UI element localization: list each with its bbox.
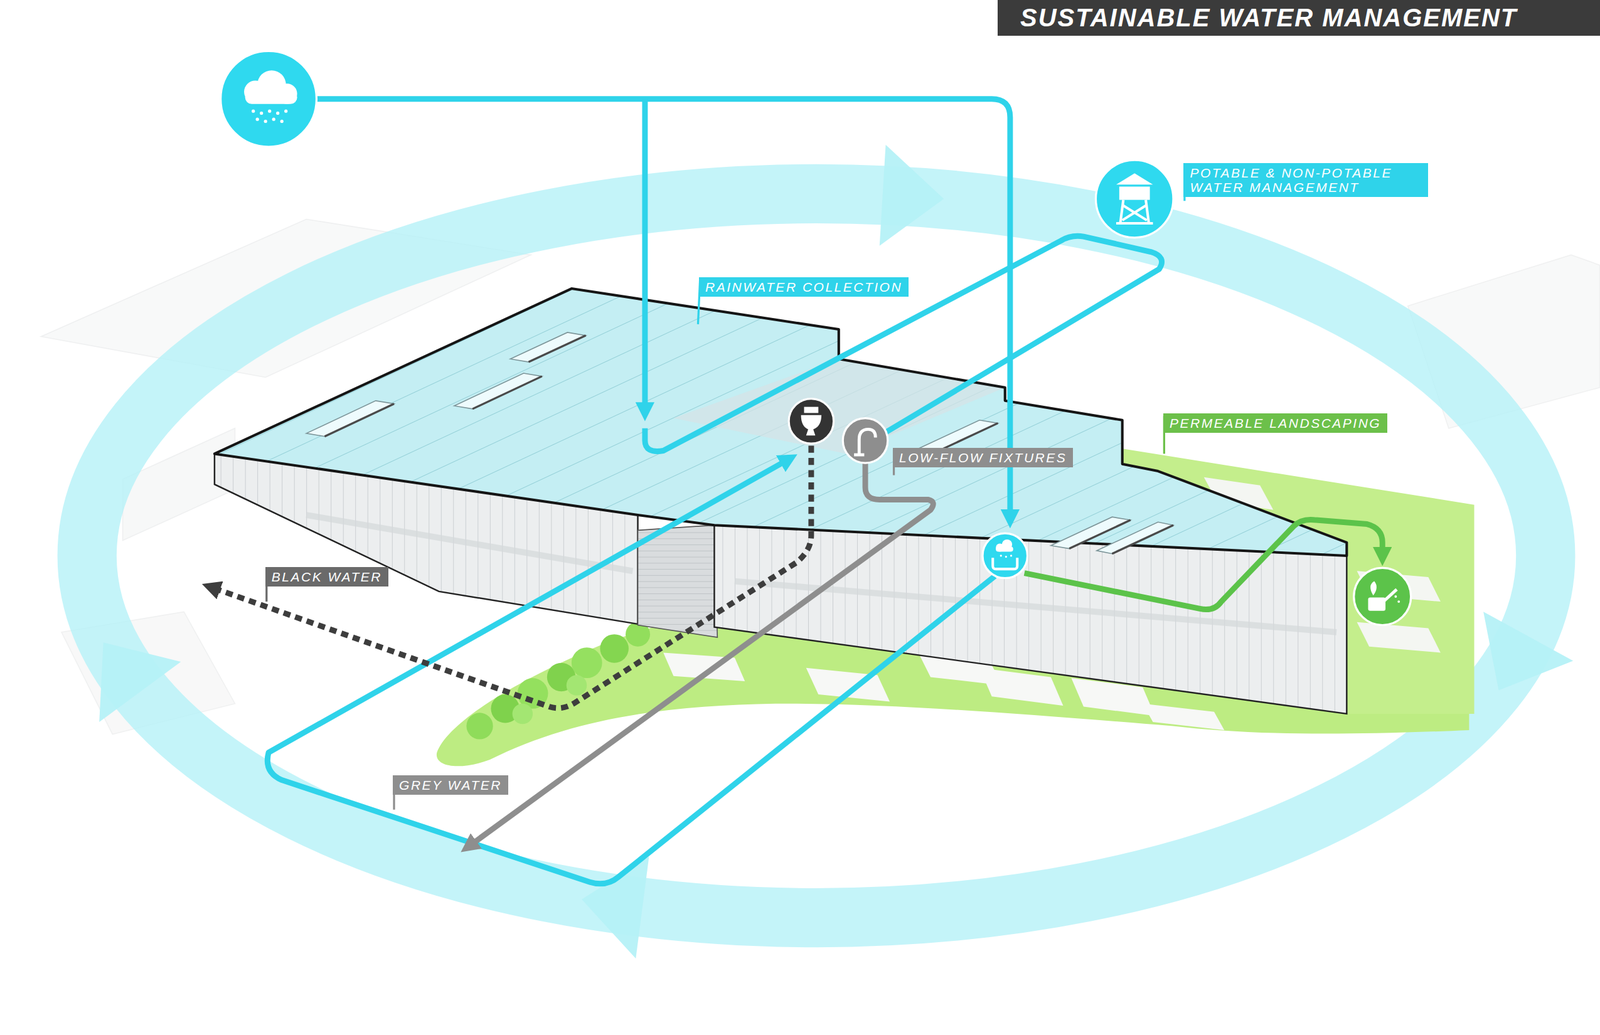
can-spout [1384,589,1397,602]
glass-facade [714,525,1347,715]
skylight [306,400,395,437]
rain-drop [264,119,268,123]
paver [1142,704,1225,731]
rain-drop [272,117,276,122]
facade-band [306,515,633,571]
skylight [918,420,999,452]
cloud-base [995,546,1014,552]
cycle-arrow-head [99,642,181,723]
reuse-loop-pipe [267,461,995,885]
paver [1357,622,1441,654]
tag-text: BLACK WATER [271,569,383,585]
cloud-base [245,90,298,105]
grey-water-pipe [471,461,934,845]
cistern-basin [992,557,1018,570]
clerestory [673,358,1005,454]
rain-drop [251,109,255,113]
tree-group [466,622,651,740]
rainwater-pipe [641,99,648,409]
tower-brace [1122,205,1147,221]
rain-drop [284,109,288,113]
tag-text: PERMEABLE LANDSCAPING [1169,416,1382,431]
icon-circle [1354,567,1412,625]
tag-text: GREY WATER [399,778,502,793]
tag-text: RAINWATER COLLECTION [705,279,903,295]
tower-brace [1122,205,1147,221]
can-body [1367,597,1386,612]
rain-drop [280,119,284,123]
rain-drop [1000,554,1003,557]
rain-drops [251,109,288,123]
irrigation-pipe [1024,519,1383,610]
tower-roof [1116,173,1154,185]
callout-tag: POTABLE & NON-POTABLE WATER MANAGEMENT [1183,163,1429,198]
skylight-slot [324,404,395,437]
rain-drop [256,117,260,122]
tower-tank [1119,186,1151,200]
black-water-pipe [214,445,812,709]
skylight [510,332,586,363]
rain-drop [1010,554,1013,557]
skylight-slot [528,335,587,363]
tree [512,704,534,725]
tree [599,634,629,664]
tag-text: LOW-FLOW FIXTURES [899,450,1067,465]
entrance-block [638,525,718,638]
diagram-title: SUSTAINABLE WATER MANAGEMENT [1020,3,1518,32]
icon-circle [220,50,317,147]
tag-text: POTABLE & NON-POTABLE WATER MANAGEMENT [1189,165,1422,195]
rain-cloud-icon [220,50,317,147]
callout-tag: GREY WATER [392,775,509,795]
callout-tag: LOW-FLOW FIXTURES [892,448,1073,468]
callout-tag: PERMEABLE LANDSCAPING [1163,413,1388,433]
icon-circle [788,399,834,445]
title-banner: SUSTAINABLE WATER MANAGEMENT [997,0,1600,36]
cycle-arrow-head [581,857,649,960]
faucet-spout [858,429,876,455]
tree [571,647,603,679]
faucet-base [853,453,864,457]
skylight [454,373,543,410]
icon-circle [982,533,1028,579]
tree [466,712,493,740]
watering-can-icon [1354,567,1412,625]
rain-drop [267,109,272,113]
icon-circle [1095,160,1174,238]
faucet-icon [842,418,888,464]
skylight-slot [1111,525,1174,555]
tower-legs [1116,200,1154,224]
tree [566,675,588,696]
cistern-icon [982,533,1028,579]
toilet-tank [804,407,819,414]
rain-drop [1005,555,1008,558]
tower-base [1116,222,1154,225]
water-cycle-ring [87,193,1547,918]
cycle-arrow-head [1483,611,1574,691]
callout-tag: RAINWATER COLLECTION [698,277,909,297]
icon-circle [842,418,888,464]
water-drop [1397,600,1400,603]
water-tower-icon [1095,160,1174,238]
rain-drop [259,111,263,115]
water-drop [1394,595,1397,598]
cycle-arrow-head [879,144,944,246]
plant-leaf [1370,581,1377,597]
skylight [1096,522,1174,554]
toilet-icon [788,399,834,445]
skylight-slot [472,376,543,410]
potable-loop-pipe [645,235,1163,452]
rain-drop [276,111,280,115]
toilet-bowl [801,415,822,437]
callout-tag: BLACK WATER [265,567,389,587]
